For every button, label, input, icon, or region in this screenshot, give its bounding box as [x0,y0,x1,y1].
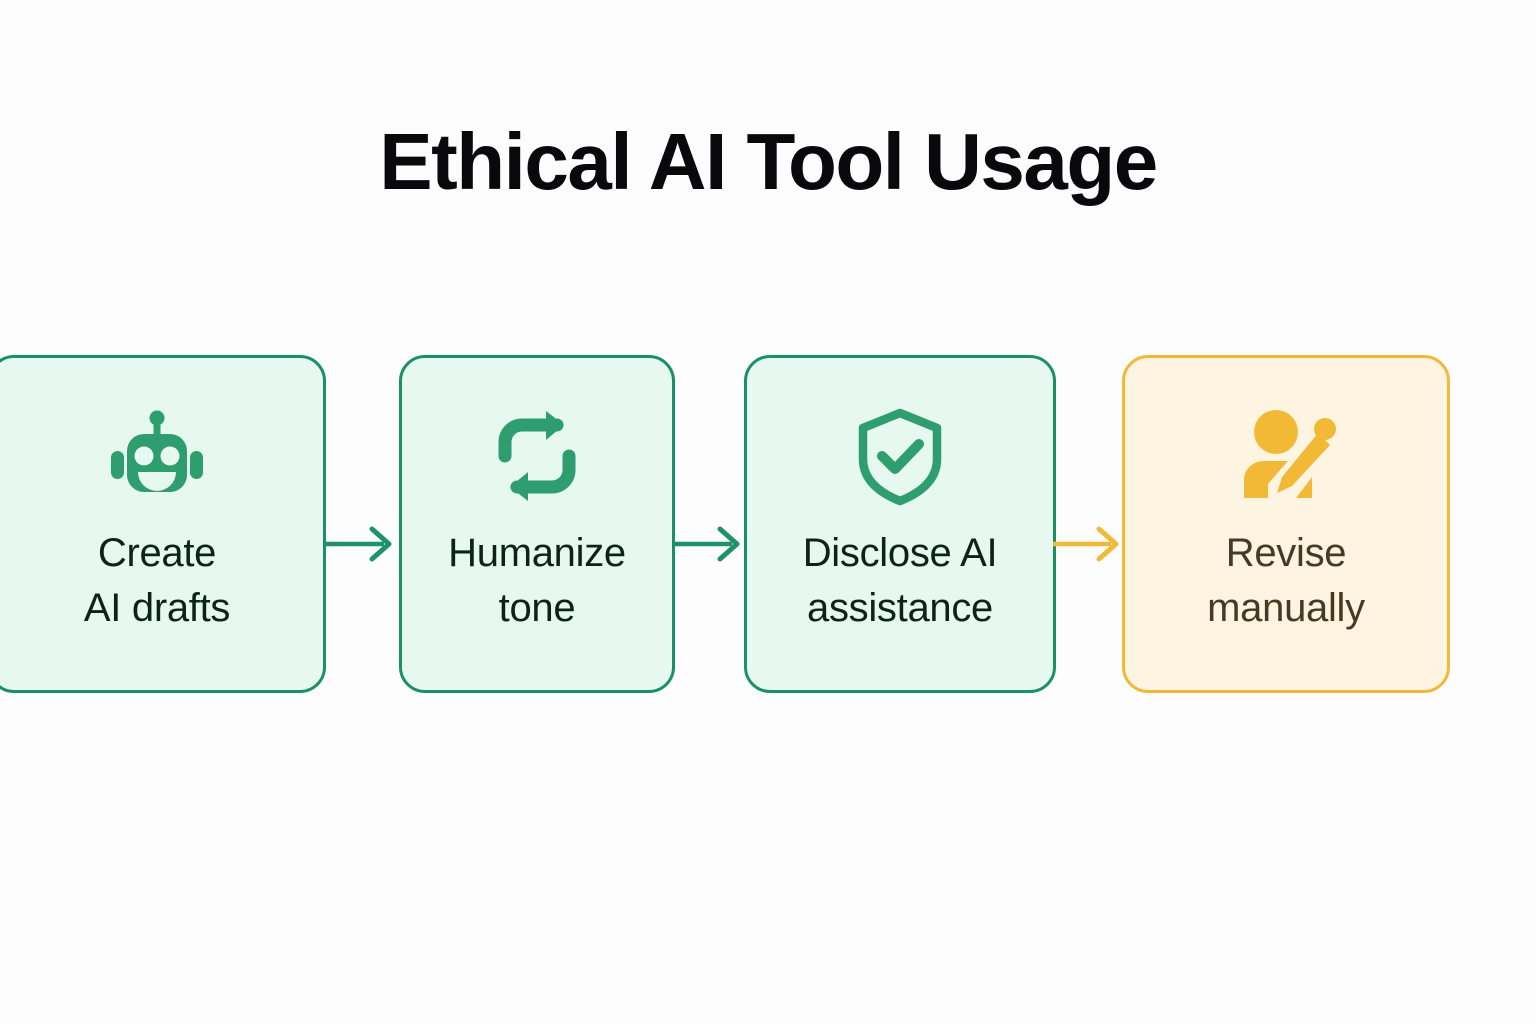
robot-icon [105,402,209,510]
step-label-line1: Humanize [448,531,626,575]
arrow-2-icon [674,523,746,565]
repeat-sync-icon [485,402,589,510]
step-label-line1: Create [97,531,217,575]
step-label-line2: assistance [807,586,993,631]
person-editing-icon [1234,402,1338,510]
arrow-1-icon [326,523,398,565]
step-label: Create AI drafts [83,526,231,636]
step-label-line2: manually [1207,586,1365,631]
step-card-disclose-ai-assistance[interactable]: Disclose AI assistance [744,355,1056,693]
step-label-line2: AI drafts [83,586,231,631]
shield-check-icon [848,402,952,510]
step-label: Revise manually [1207,526,1365,636]
page-title: Ethical AI Tool Usage [379,117,1158,206]
step-label-line1: Disclose AI [802,531,998,575]
step-card-revise-manually[interactable]: Revise manually [1122,355,1450,693]
step-label-line2: tone [498,586,576,631]
arrow-3-icon [1053,523,1125,565]
step-label-line1: Revise [1225,531,1347,575]
step-label: Disclose AI assistance [803,526,998,636]
process-flow: Create AI drafts Humanize [0,355,1536,695]
step-card-humanize-tone[interactable]: Humanize tone [399,355,675,693]
step-card-create-ai-drafts[interactable]: Create AI drafts [0,355,326,693]
step-label: Humanize tone [448,526,626,636]
